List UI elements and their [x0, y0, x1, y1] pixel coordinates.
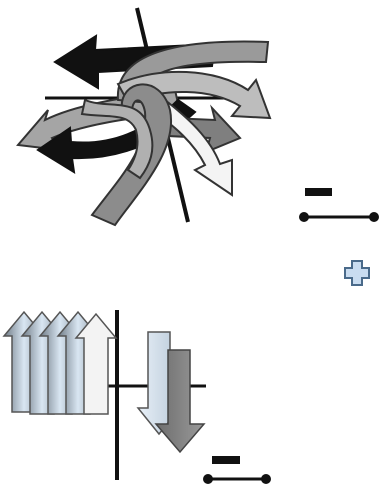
dipole-end-right — [369, 212, 379, 222]
dipole-end-right-2 — [261, 474, 271, 484]
dipole-end-left — [299, 212, 309, 222]
minus-bar-2 — [212, 456, 240, 464]
minus-bar — [305, 188, 332, 196]
disordered-arrows-panel — [18, 8, 270, 225]
minus-symbol-top — [299, 188, 379, 222]
minus-symbol-bottom — [203, 456, 271, 484]
plus-symbol — [345, 261, 369, 285]
aligned-arrows-panel — [4, 310, 206, 480]
plus-shape — [345, 261, 369, 285]
dipole-end-left-2 — [203, 474, 213, 484]
